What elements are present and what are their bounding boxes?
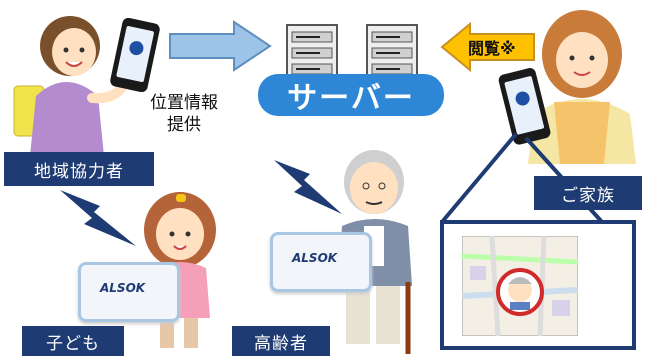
role-label-child: 子ども <box>22 326 124 356</box>
role-label-elderly: 高齢者 <box>232 326 330 356</box>
location-arrow-icon <box>169 20 272 72</box>
family-phone-icon <box>498 68 551 145</box>
location-info-line1: 位置情報 <box>150 93 218 113</box>
map-screen-icon <box>462 236 578 336</box>
role-label-family: ご家族 <box>534 176 642 210</box>
server-label: サーバー <box>258 74 444 116</box>
signal-bolt-icon-elderly <box>274 160 342 214</box>
browse-label: 閲覧※ <box>468 39 516 58</box>
elderly-tracker-device <box>270 232 372 292</box>
browse-arrow-icon <box>440 22 535 72</box>
server-rack-icon-left <box>286 24 338 80</box>
role-label-cooperator: 地域協力者 <box>4 152 154 186</box>
signal-bolt-icon-child <box>60 190 136 246</box>
location-info-line2: 提供 <box>167 115 201 135</box>
child-device-brand: ALSOK <box>100 281 146 295</box>
child-tracker-device <box>78 262 180 322</box>
location-info-text: 位置情報 提供 <box>144 92 224 136</box>
elderly-device-brand: ALSOK <box>292 251 338 265</box>
server-rack-icon-right <box>366 24 418 80</box>
family-illustration <box>528 10 636 164</box>
cooperator-phone-icon <box>110 18 160 92</box>
cooperator-illustration <box>13 16 129 156</box>
